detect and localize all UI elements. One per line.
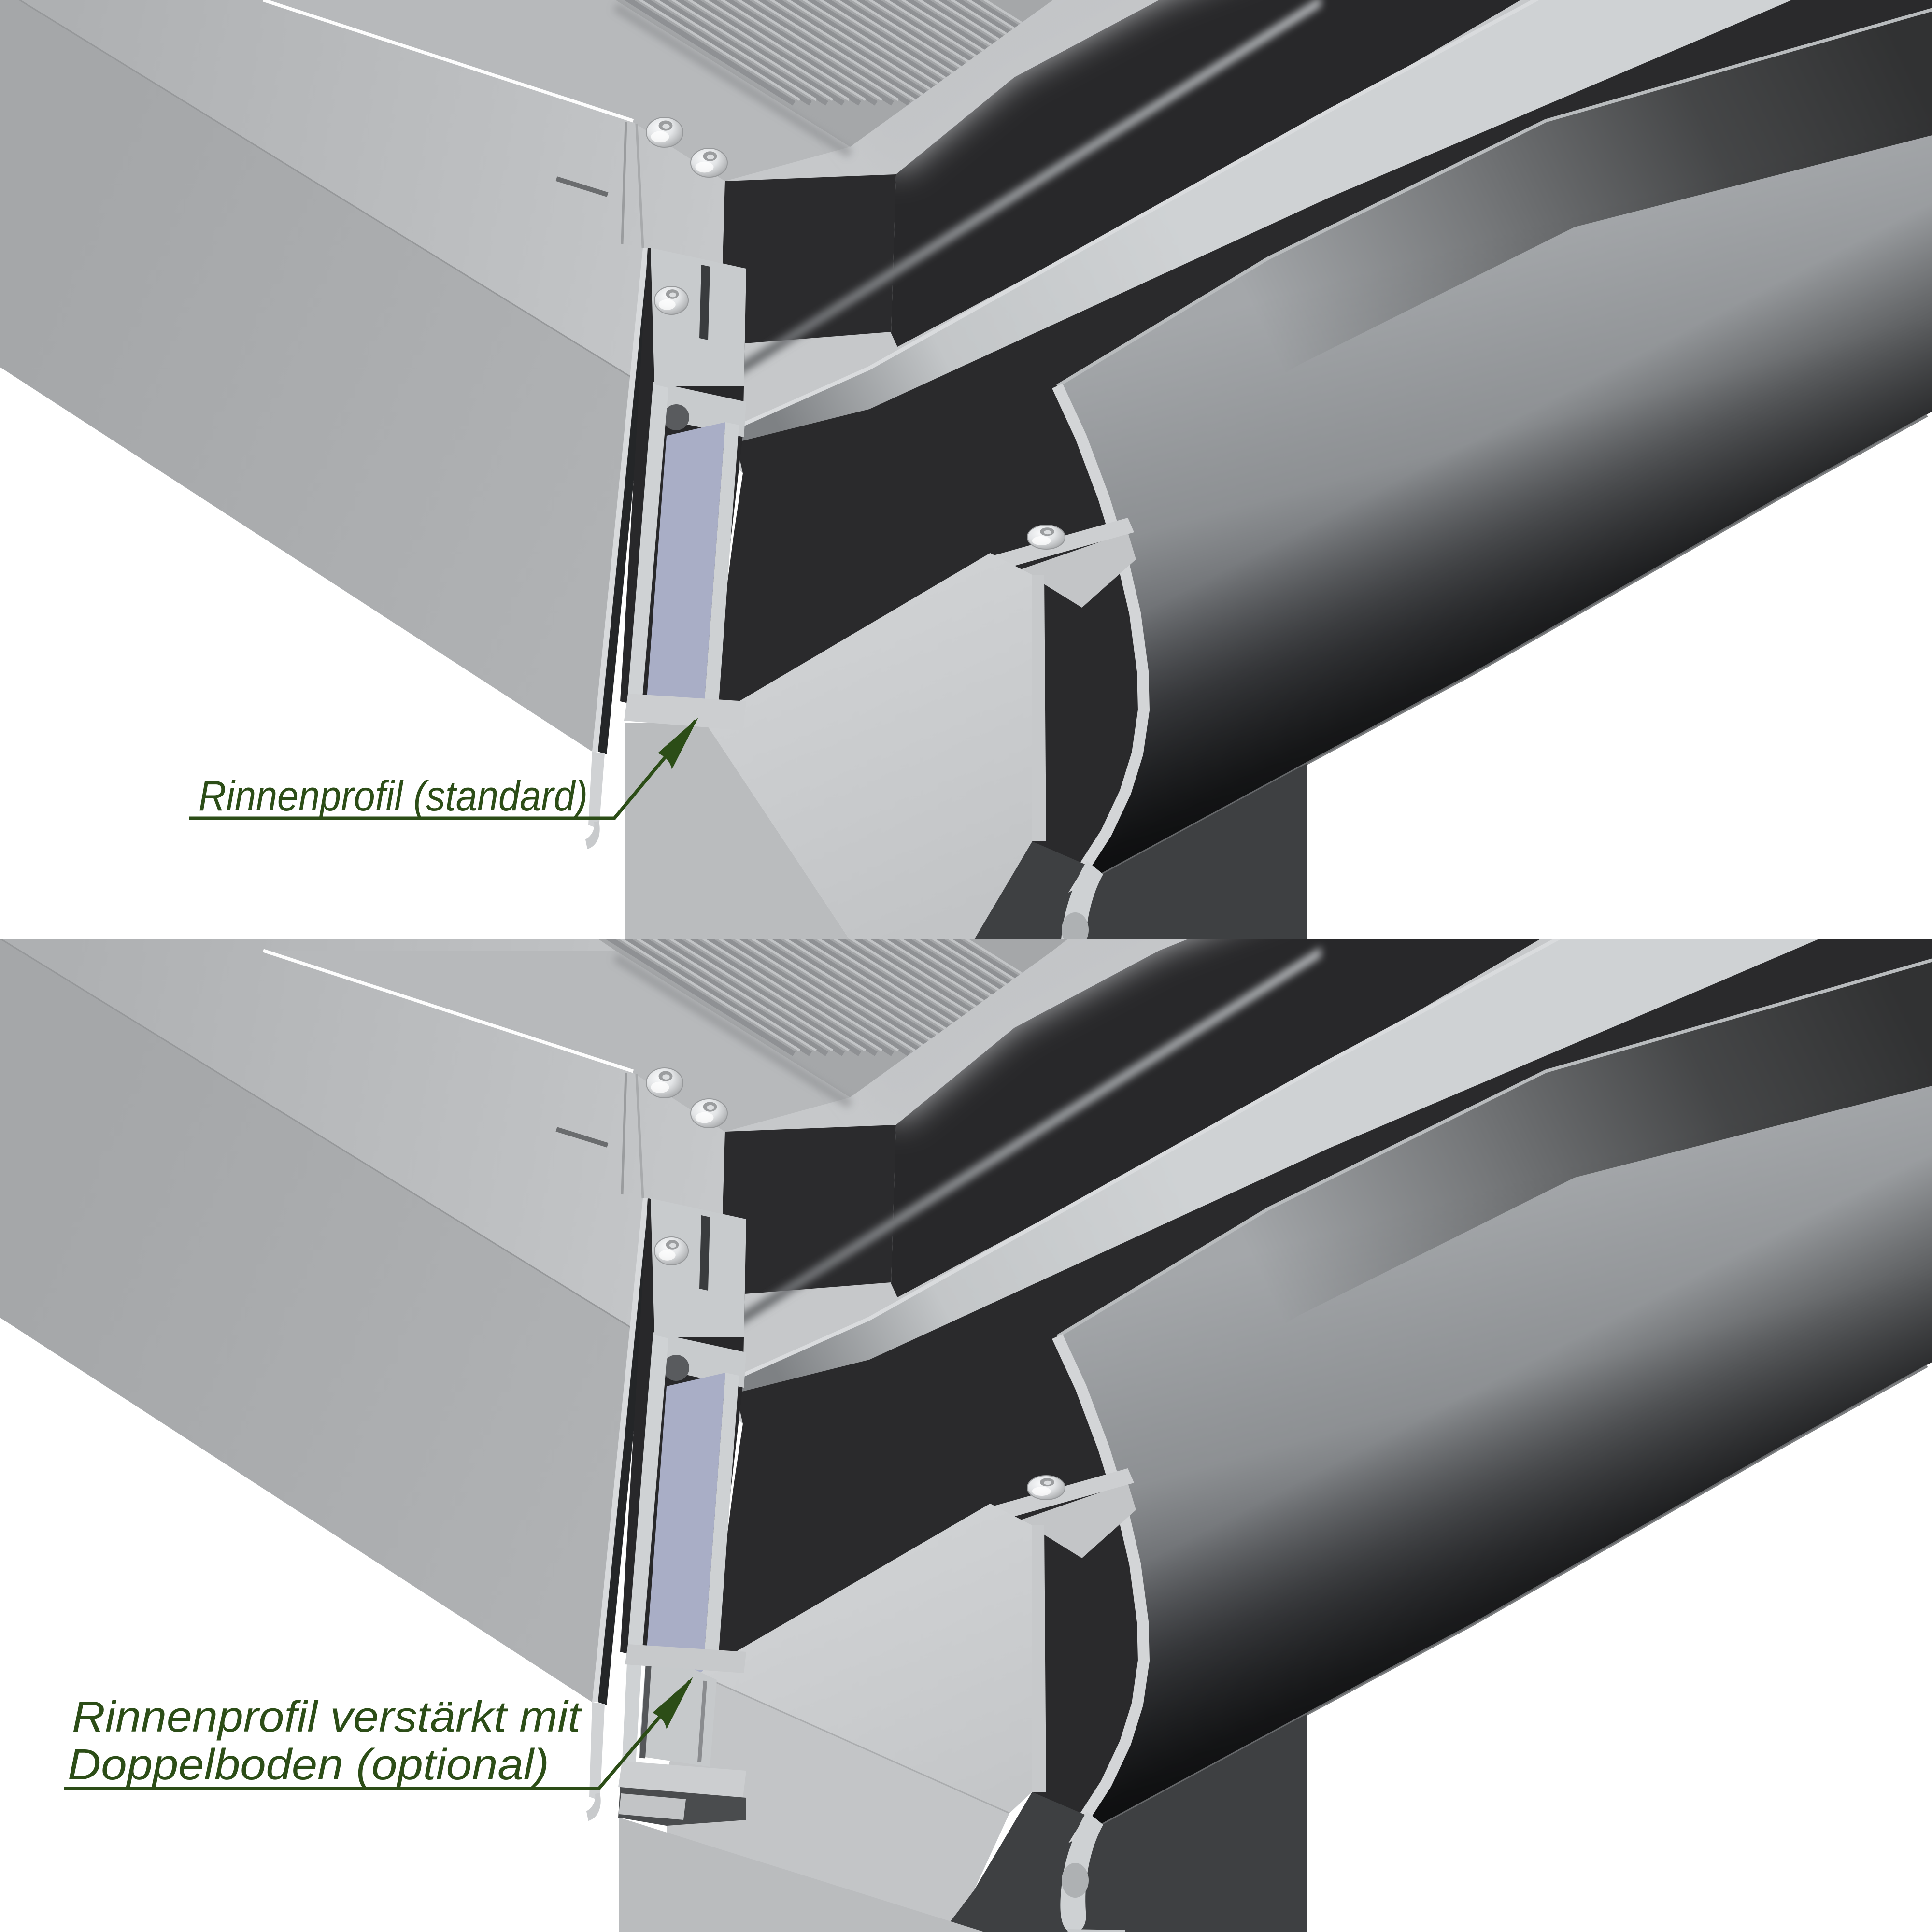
svg-text:Doppelboden (optional): Doppelboden (optional)	[68, 1741, 549, 1789]
svg-text:Rinnenprofil verstärkt mit: Rinnenprofil verstärkt mit	[72, 1693, 582, 1741]
svg-text:Rinnenprofil (standard): Rinnenprofil (standard)	[199, 772, 588, 820]
